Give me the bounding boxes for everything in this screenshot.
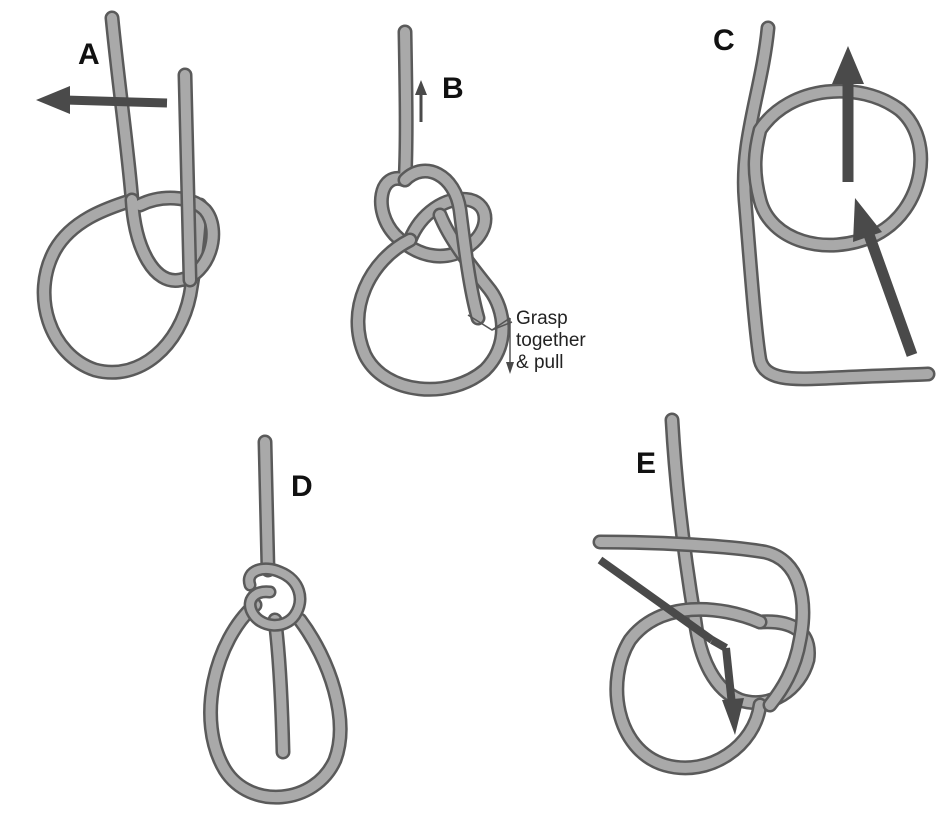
panel-d-label: D bbox=[291, 470, 313, 504]
note-line-1: Grasp bbox=[516, 308, 586, 330]
panel-a-arrow bbox=[36, 86, 167, 114]
panel-d-rope bbox=[211, 442, 341, 797]
panel-e-label: E bbox=[636, 447, 656, 481]
panel-a-rope bbox=[44, 18, 213, 372]
panel-b-rope bbox=[358, 32, 503, 389]
panel-a-label: A bbox=[78, 38, 100, 72]
panel-e-rope bbox=[600, 420, 808, 768]
note-line-2: together bbox=[516, 330, 586, 352]
panel-b-label: B bbox=[442, 72, 464, 106]
panel-b-note: Grasp together & pull bbox=[516, 308, 586, 374]
panel-c-label: C bbox=[713, 24, 735, 58]
note-line-3: & pull bbox=[516, 352, 586, 374]
